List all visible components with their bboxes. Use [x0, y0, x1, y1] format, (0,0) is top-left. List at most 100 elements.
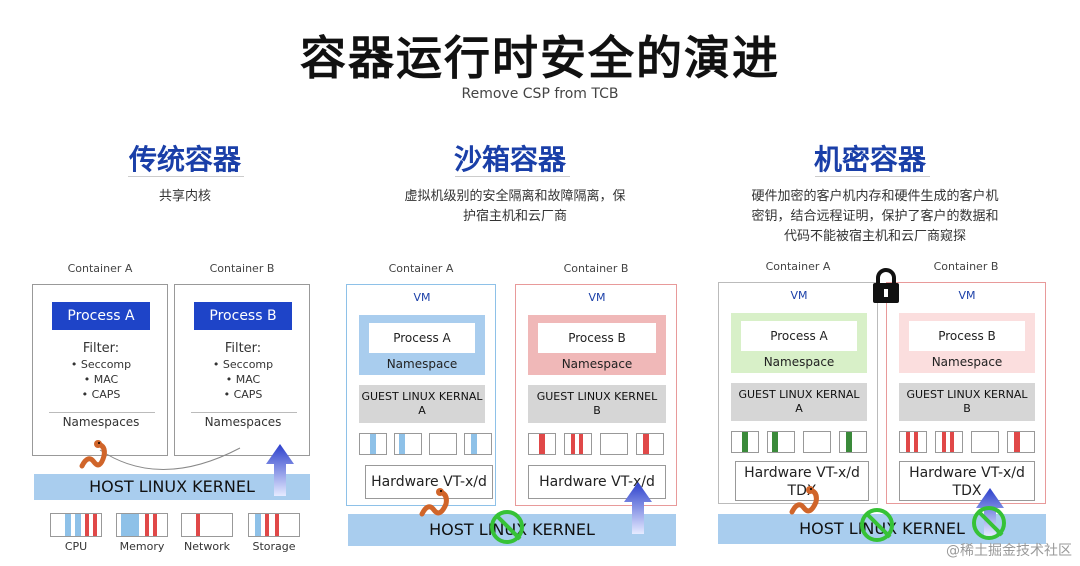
filter-item: • MAC — [225, 373, 261, 386]
namespace-label: Namespace — [931, 355, 1003, 369]
namespace-label: Namespace — [561, 357, 633, 371]
namespace-box: Process A Namespace — [359, 315, 485, 375]
filter-list: Filter: • Seccomp • MAC • CAPS — [33, 341, 169, 402]
host-kernel-bar: HOST LINUX KERNEL — [34, 474, 310, 500]
filter-item: • CAPS — [81, 388, 121, 401]
resource-slot — [359, 433, 387, 455]
no-entry-icon — [972, 506, 1006, 540]
cpu-label: CPU — [64, 540, 88, 553]
resource-slot — [935, 431, 963, 453]
worm-icon — [419, 488, 449, 517]
container-a-box: Process A Filter: • Seccomp • MAC • CAPS… — [32, 284, 168, 456]
resource-slot — [971, 431, 999, 453]
guest-kernel-text: B — [593, 404, 601, 417]
container-b-box: Process B Filter: • Seccomp • MAC • CAPS… — [174, 284, 310, 456]
desc-line: 硬件加密的客户机内存和硬件生成的客户机 — [751, 189, 999, 204]
resource-slot — [1007, 431, 1035, 453]
process-a: Process A — [369, 323, 475, 353]
filter-list: Filter: • Seccomp • MAC • CAPS — [175, 341, 311, 402]
guest-kernel-text: GUEST LINUX KERNAL — [906, 388, 1028, 401]
worm-icon — [79, 440, 107, 469]
guest-kernel-a: GUEST LINUX KERNAL A — [359, 385, 485, 423]
namespace-label: Namespace — [763, 355, 835, 369]
guest-kernel-text: A — [795, 402, 803, 415]
vm-label: VM — [413, 291, 431, 304]
resource-slot — [636, 433, 664, 455]
namespace-box: Process B Namespace — [899, 313, 1035, 373]
guest-kernel-b: GUEST LINUX KERNAL B — [899, 383, 1035, 421]
resource-slot — [731, 431, 759, 453]
namespaces-label: Namespaces — [62, 415, 140, 429]
vm-a-box: VM Process A Namespace GUEST LINUX KERNA… — [346, 284, 496, 506]
process-b: Process B — [538, 323, 656, 353]
vm-label: VM — [958, 289, 976, 302]
resource-slot — [600, 433, 628, 455]
memory-resource — [116, 513, 168, 537]
hw-text: Hardware VT-x/d — [744, 465, 860, 481]
resource-slot — [429, 433, 457, 455]
page-subtitle: Remove CSP from TCB — [461, 86, 619, 102]
resource-slot — [394, 433, 422, 455]
guest-kernel-text: A — [418, 404, 426, 417]
namespaces-label: Namespaces — [204, 415, 282, 429]
resource-slot — [803, 431, 831, 453]
resource-slot — [528, 433, 556, 455]
process-b: Process B — [194, 302, 292, 330]
filter-item: • CAPS — [223, 388, 263, 401]
cpu-resource — [50, 513, 102, 537]
container-a-label: Container A — [765, 260, 831, 273]
vm-a-box: VM Process A Namespace GUEST LINUX KERNA… — [718, 282, 878, 504]
hardware-vt-a: Hardware VT-x/d — [365, 465, 493, 499]
filter-item: • MAC — [83, 373, 119, 386]
worm-icon — [789, 486, 819, 515]
confidential-desc: 硬件加密的客户机内存和硬件生成的客户机 密钥，结合远程证明，保护了客户的数据和 … — [705, 187, 1045, 247]
process-a: Process A — [52, 302, 150, 330]
confidential-title: 机密容器 — [813, 143, 926, 176]
container-a-label: Container A — [67, 262, 133, 275]
memory-label: Memory — [119, 540, 165, 553]
guest-kernel-text: GUEST LINUX KERNEL — [536, 390, 658, 403]
storage-resource — [248, 513, 300, 537]
guest-kernel-text: GUEST LINUX KERNAL — [361, 390, 483, 403]
sandbox-title: 沙箱容器 — [453, 143, 566, 176]
title-underline — [455, 176, 570, 177]
vm-b-box: VM Process B Namespace GUEST LINUX KERNE… — [515, 284, 677, 506]
desc-line: 密钥，结合远程证明，保护了客户的数据和 — [751, 209, 999, 224]
title-underline — [815, 176, 930, 177]
namespace-box: Process A Namespace — [731, 313, 867, 373]
hw-text: TDX — [952, 483, 982, 499]
divider — [191, 412, 297, 413]
namespace-label: Namespace — [386, 357, 458, 371]
filter-label: Filter: — [82, 341, 120, 356]
hw-text: Hardware VT-x/d — [909, 465, 1025, 481]
up-arrow-icon — [266, 444, 294, 496]
title-underline — [128, 176, 244, 177]
traditional-desc: 共享内核 — [158, 189, 211, 204]
resource-slot — [564, 433, 592, 455]
container-b-label: Container B — [563, 262, 629, 275]
vm-label: VM — [790, 289, 808, 302]
sandbox-desc: 虚拟机级别的安全隔离和故障隔离，保 护宿主机和云厂商 — [370, 187, 660, 227]
container-b-label: Container B — [933, 260, 999, 273]
desc-line: 代码不能被宿主机和云厂商窥探 — [783, 229, 966, 244]
filter-item: • Seccomp — [212, 358, 274, 371]
hardware-vt-a: Hardware VT-x/d TDX — [735, 461, 869, 501]
vm-label: VM — [588, 291, 606, 304]
namespace-box: Process B Namespace — [528, 315, 666, 375]
container-a-label: Container A — [388, 262, 454, 275]
guest-kernel-a: GUEST LINUX KERNAL A — [731, 383, 867, 421]
container-b-label: Container B — [209, 262, 275, 275]
traditional-title: 传统容器 — [128, 143, 241, 176]
page-title: 容器运行时安全的演进 — [300, 31, 780, 85]
lock-icon — [873, 268, 899, 303]
process-a: Process A — [741, 321, 857, 351]
resource-slot — [839, 431, 867, 453]
divider — [49, 412, 155, 413]
filter-label: Filter: — [224, 341, 262, 356]
desc-line: 护宿主机和云厂商 — [462, 209, 567, 224]
no-entry-icon — [490, 510, 524, 544]
resource-slot — [899, 431, 927, 453]
watermark: @稀土掘金技术社区 — [946, 543, 1072, 559]
attack-path-arrow — [99, 447, 241, 470]
resource-slot — [767, 431, 795, 453]
